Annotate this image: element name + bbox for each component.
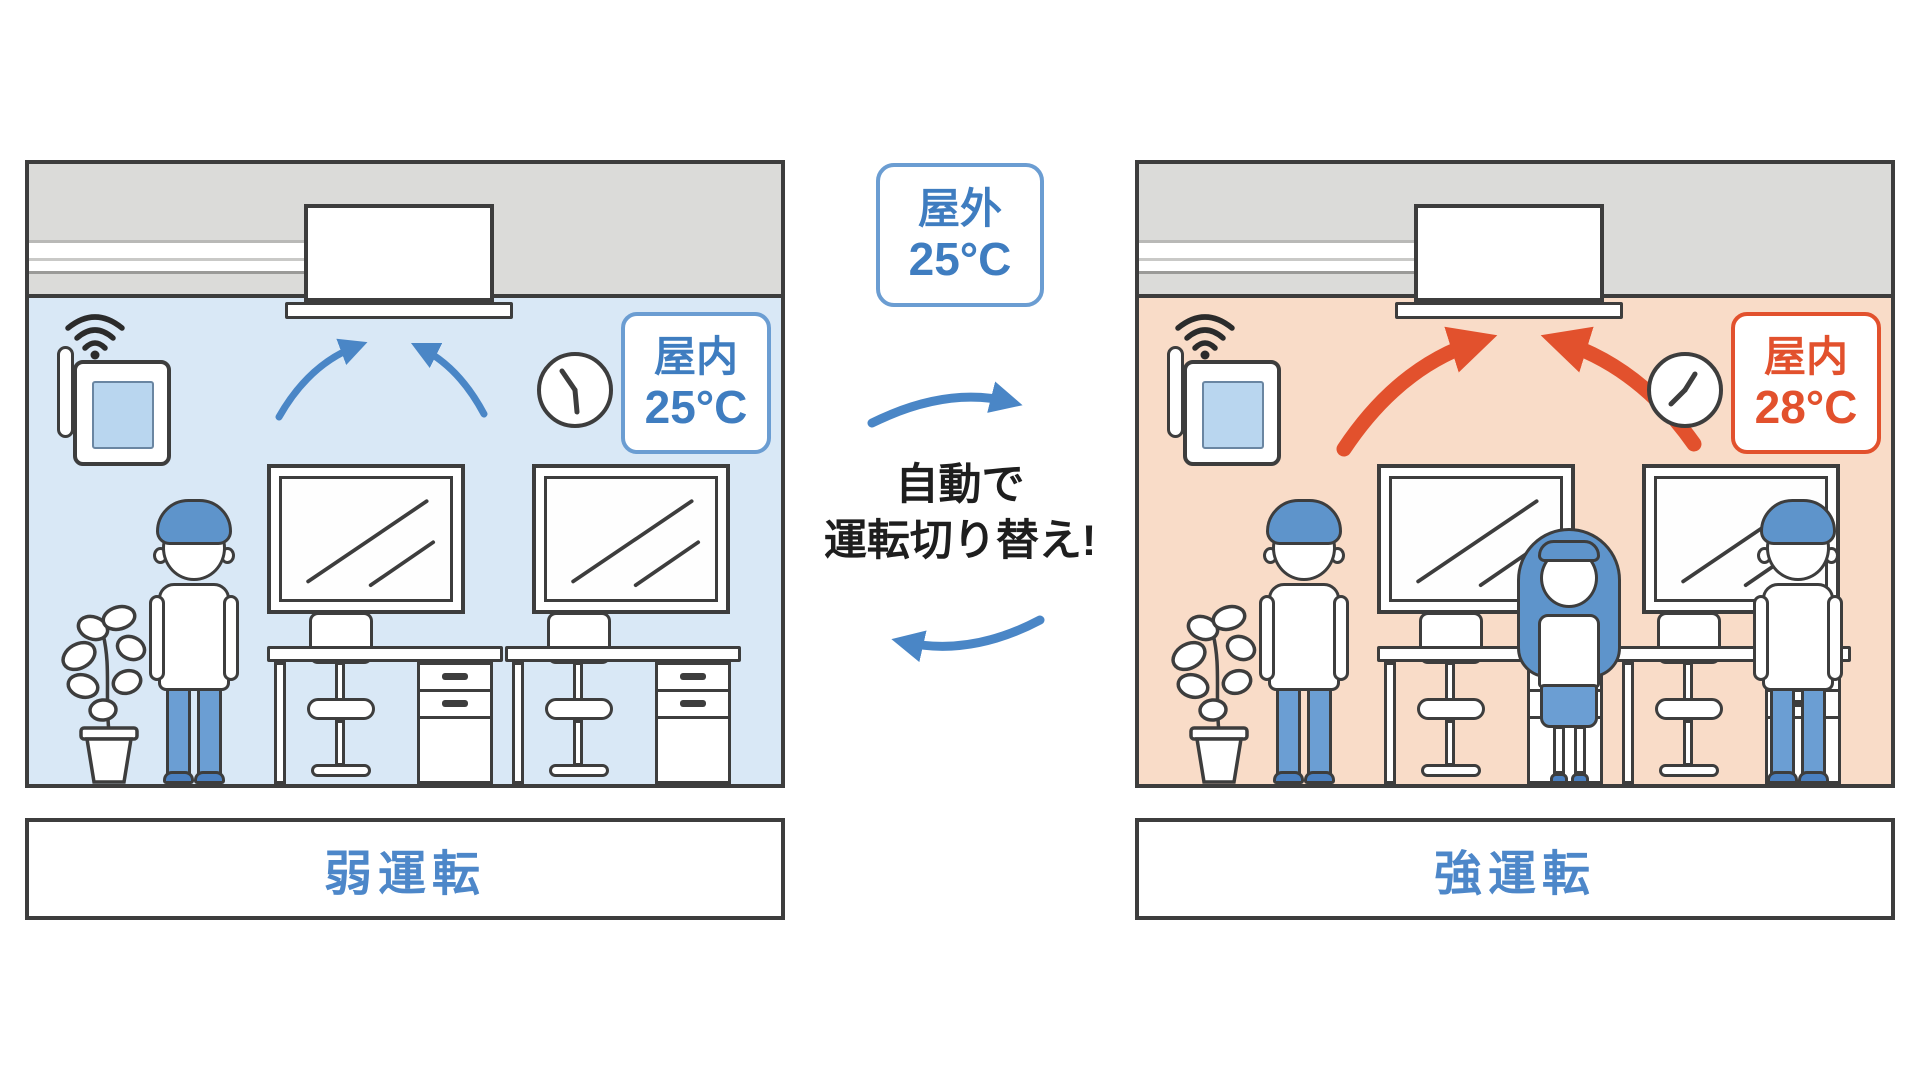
controller-screen — [92, 381, 154, 449]
indoor-temp: 28°C — [1754, 380, 1858, 433]
air-conditioner — [1414, 204, 1604, 302]
smart-controller — [1183, 360, 1281, 466]
drawer-cabinet — [655, 662, 731, 784]
controller-bracket — [1167, 346, 1184, 438]
outdoor-temp-badge: 屋外 25°C — [876, 163, 1044, 307]
outdoor-label: 屋外 — [917, 184, 1002, 232]
cycle-arrow-right-icon — [862, 378, 1032, 433]
caption-line2: 運転切り替え! — [823, 516, 1097, 565]
controller-bracket — [57, 346, 74, 438]
ceiling-rail — [29, 240, 309, 274]
desk — [267, 612, 503, 784]
plant-icon — [1167, 586, 1271, 784]
clock-icon — [1647, 352, 1723, 428]
plant-icon — [57, 586, 161, 784]
drawer-cabinet — [417, 662, 493, 784]
controller-screen — [1202, 381, 1264, 449]
cycle-arrow-left-icon — [880, 602, 1050, 662]
window — [267, 464, 465, 614]
outdoor-temp: 25°C — [908, 232, 1012, 285]
indoor-label: 屋内 — [1763, 332, 1848, 380]
window-glass — [544, 476, 718, 602]
air-conditioner — [304, 204, 494, 302]
room-weak-mode: 屋内 25°C — [25, 160, 785, 788]
indoor-label: 屋内 — [653, 332, 738, 380]
auto-switch-caption: 自動で 運転切り替え! — [780, 458, 1140, 570]
window — [532, 464, 730, 614]
person-man-icon — [1259, 499, 1349, 784]
desk — [505, 612, 741, 784]
person-woman-icon — [1517, 528, 1621, 784]
indoor-temp-badge: 屋内 28°C — [1731, 312, 1881, 454]
caption-line1: 自動で — [895, 461, 1025, 509]
clock-icon — [537, 352, 613, 428]
person-man-icon — [1753, 499, 1843, 784]
strong-mode-text: 強運転 — [1433, 848, 1596, 901]
weak-mode-label: 弱運転 — [25, 818, 785, 920]
indoor-temp: 25°C — [644, 380, 748, 433]
rail-line — [1139, 258, 1419, 261]
indoor-temp-badge: 屋内 25°C — [621, 312, 771, 454]
person-man-icon — [149, 499, 239, 784]
rail-line — [29, 258, 309, 261]
window-glass — [279, 476, 453, 602]
strong-mode-label: 強運転 — [1135, 818, 1895, 920]
wifi-icon — [59, 304, 131, 360]
wifi-icon — [1169, 304, 1241, 360]
air-conditioner-vent — [1395, 302, 1623, 319]
air-conditioner-vent — [285, 302, 513, 319]
weak-mode-text: 弱運転 — [323, 848, 486, 901]
room-strong-mode: 屋内 28°C — [1135, 160, 1895, 788]
smart-controller — [73, 360, 171, 466]
ceiling-rail — [1139, 240, 1419, 274]
airflow-arrows-weak-icon — [254, 329, 564, 424]
